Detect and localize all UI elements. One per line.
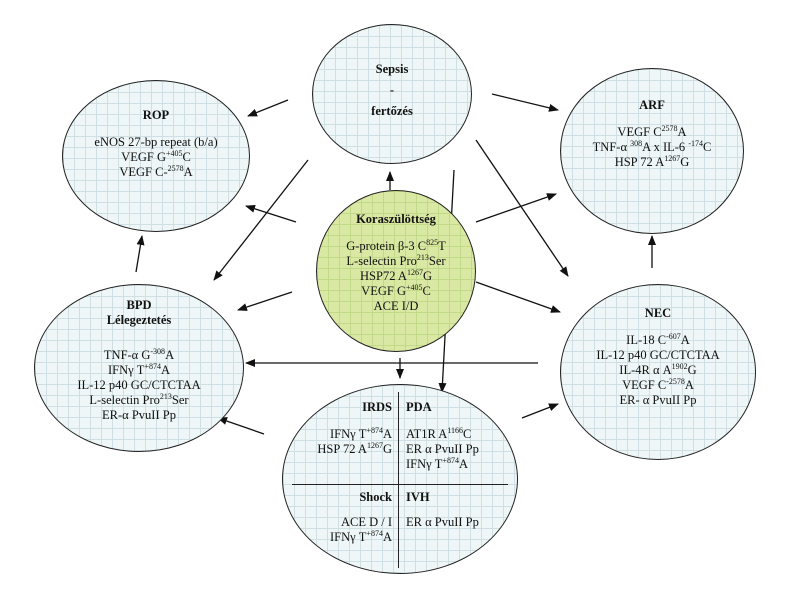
irds-line-1: IFNγ T+874A [330, 426, 392, 442]
nec-line-1: IL-18 C-607A [626, 332, 690, 348]
bpd-line-1: TNF-α G-308A [103, 347, 175, 363]
bpd-sup-2: +874 [144, 362, 161, 371]
center-text: Koraszülöttség G-protein β-3 C825T L-sel… [316, 212, 476, 314]
bpd-node [34, 284, 244, 452]
sepsis-title2: fertőzés [371, 104, 413, 118]
pda-title: PDA [406, 400, 432, 414]
arf-sup-1: 2578 [661, 124, 678, 133]
pda-block: PDA AT1R A1166C ER α PvuII Pp IFNγ T+874… [406, 400, 506, 472]
irds-block: IRDS IFNγ T+874A HSP 72 A1267G [300, 400, 392, 457]
rop-sup-2: +405 [165, 149, 183, 158]
shock-sup-2: +874 [366, 529, 383, 538]
arf-line-3: HSP 72 A1267G [614, 154, 690, 170]
bottom-vertical-divider [398, 392, 400, 568]
arf-sup-2a: 308 [630, 139, 643, 148]
center-line-3: HSP72 A1267G [360, 268, 432, 284]
nec-sup-3: 1902 [671, 362, 688, 371]
bpd-title2: Lélegeztetés [106, 313, 172, 327]
nec-title: NEC [644, 306, 672, 320]
sepsis-dash: - [389, 83, 395, 97]
pda-line-1: AT1R A1166C [406, 426, 472, 442]
arf-line-2: TNF-α 308A x IL-6 -174C [592, 139, 712, 155]
arrow-center-arf [475, 193, 557, 223]
nec-text: NEC IL-18 C-607A IL-12 p40 GC/CTCTAA IL-… [560, 306, 756, 408]
shock-block: Shock ACE D / I IFNγ T+874A [300, 490, 392, 545]
center-node [316, 190, 476, 352]
nec-line-2: IL-12 p40 GC/CTCTAA [596, 348, 720, 362]
arf-text: ARF VEGF C2578A TNF-α 308A x IL-6 -174C … [560, 98, 744, 170]
arrow-sepsis-arf [491, 93, 559, 112]
bpd-title: BPD [126, 298, 152, 312]
irds-sup-1: +874 [366, 426, 383, 435]
center-sup-4: +405 [405, 283, 423, 292]
irds-line-2: HSP 72 A1267G [317, 441, 392, 457]
nec-line-3: IL-4R α A1902G [619, 362, 697, 378]
center-line-2: L-selectin Pro213Ser [346, 253, 446, 269]
bpd-line-4: L-selectin Pro213Ser [89, 392, 189, 408]
nec-line-4: VEGF C-2578A [622, 377, 694, 393]
nec-node [560, 284, 756, 460]
center-line-4: VEGF G+405C [361, 283, 431, 299]
rop-line-2: VEGF G+405C [121, 149, 191, 165]
bpd-sup-4: 213 [159, 392, 172, 401]
pda-sup-3: +874 [442, 456, 459, 465]
rop-text: ROP eNOS 27-bp repeat (b/a) VEGF G+405C … [62, 108, 250, 180]
pda-sup-1: 1166 [447, 426, 464, 435]
arrow-sepsis-rop [247, 99, 289, 117]
arrow-center-bpd [237, 291, 293, 311]
irds-title: IRDS [362, 400, 392, 414]
nec-line-5: ER- α PvuII Pp [619, 393, 697, 407]
center-sup-2: 213 [416, 253, 429, 262]
arf-line-1: VEGF C2578A [617, 124, 687, 140]
center-title: Koraszülöttség [356, 212, 436, 226]
ivh-title: IVH [406, 490, 430, 504]
arrow-center-rop [245, 204, 297, 223]
rop-line-1: eNOS 27-bp repeat (b/a) [94, 135, 218, 149]
shock-line-2: IFNγ T+874A [330, 529, 392, 545]
arf-sup-2b: -174 [688, 139, 703, 148]
nec-sup-1: -607 [666, 332, 681, 341]
bottom-node [282, 384, 518, 574]
pda-line-3: IFNγ T+874A [406, 456, 468, 472]
ivh-block: IVH ER α PvuII Pp [406, 490, 506, 530]
bpd-line-3: IL-12 p40 GC/CTCTAA [77, 378, 201, 392]
irds-sup-2: 1267 [366, 441, 383, 450]
shock-line-1: ACE D / I [340, 515, 392, 529]
pda-line-2: ER α PvuII Pp [406, 442, 479, 456]
arrow-center-nec [475, 281, 561, 313]
center-line-5: ACE I/D [373, 299, 419, 313]
center-sup-3: 1267 [406, 268, 423, 277]
arf-title: ARF [639, 98, 665, 112]
arrow-bpd-rop [135, 235, 145, 273]
rop-node [62, 80, 250, 232]
arrow-sepsis-nec [475, 139, 569, 277]
bpd-text: BPD Lélegeztetés TNF-α G-308A IFNγ T+874… [34, 298, 244, 423]
arf-node [560, 68, 744, 234]
center-line-1: G-protein β-3 C825T [346, 238, 446, 254]
sepsis-node [312, 24, 472, 164]
shock-title: Shock [359, 490, 392, 504]
sepsis-title: Sepsis [375, 62, 409, 76]
bpd-line-5: ER-α PvuII Pp [102, 408, 176, 422]
center-sup-1: 825 [426, 238, 439, 247]
nec-sup-4: -2578 [666, 377, 685, 386]
bpd-line-2: IFNγ T+874A [108, 362, 170, 378]
arf-sup-3: 1267 [664, 154, 681, 163]
rop-sup-3: 2578 [167, 164, 184, 173]
arrow-bottom-nec [521, 403, 559, 419]
bottom-horizontal-divider [292, 484, 508, 486]
ivh-line-1: ER α PvuII Pp [406, 515, 479, 529]
rop-line-3: VEGF C-2578A [119, 164, 193, 180]
sepsis-text: Sepsis - fertőzés [312, 62, 472, 119]
rop-title: ROP [142, 108, 170, 122]
bpd-sup-1: -308 [150, 347, 166, 356]
